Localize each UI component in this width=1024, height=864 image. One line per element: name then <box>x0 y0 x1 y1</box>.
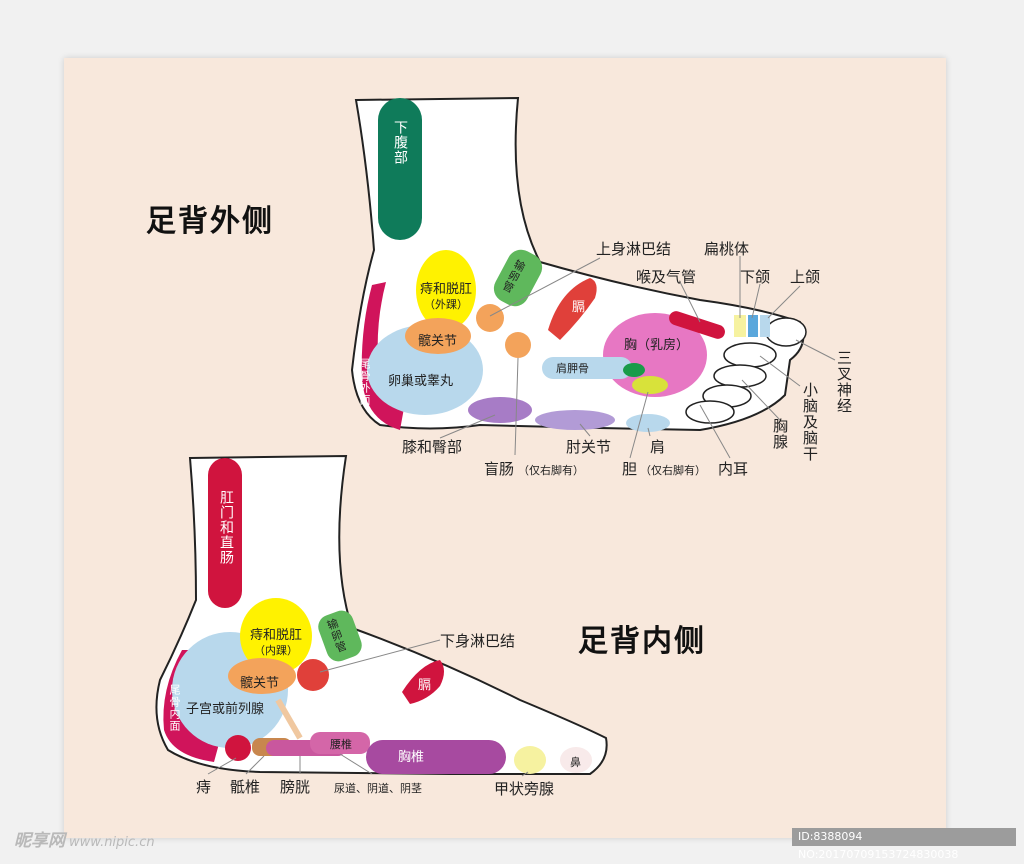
medial-hemorrhoid-sub-label: （内踝） <box>254 644 298 657</box>
lateral-foot <box>350 96 836 459</box>
lateral-coccyx-label: 尾骨外面 <box>358 358 371 406</box>
medial-diaphragm-label: 膈 <box>418 678 432 693</box>
lateral-throat-zone <box>669 311 725 339</box>
lateral-scapula-zone <box>542 357 632 379</box>
medial-thoracic-label: 胸椎 <box>398 750 425 765</box>
medial-coccyx-label: 尾骨内面 <box>168 684 181 732</box>
lateral-knee-label: 膝和臀部 <box>402 438 463 456</box>
lateral-appendix-label: 盲肠 <box>484 460 515 478</box>
watermark-logo: 昵享网 www.nipic.cn <box>14 826 155 851</box>
lateral-upper-jaw-label: 上颌 <box>790 268 821 286</box>
medial-anus-label: 肛门和直肠 <box>218 490 234 565</box>
lateral-lower-jaw-label: 下颌 <box>740 268 771 286</box>
lateral-jaw-band-3 <box>760 315 770 337</box>
lateral-toe-5 <box>685 400 735 424</box>
lateral-jaw-band-1 <box>734 315 746 337</box>
medial-title: 足背内侧 <box>578 624 706 659</box>
lateral-cerebellum-label: 小脑及脑干 <box>801 382 819 462</box>
lateral-trigeminal-label: 三叉神经 <box>835 350 853 414</box>
lateral-jaw-band-2 <box>748 315 758 337</box>
lateral-diaphragm-zone <box>548 278 597 340</box>
medial-leader-lines <box>207 639 529 777</box>
lateral-tonsil-label: 扁桃体 <box>704 240 750 258</box>
lateral-vas-zone <box>493 249 543 307</box>
lateral-hip-label: 髋关节 <box>418 334 458 349</box>
medial-nose-label: 鼻 <box>570 756 581 769</box>
medial-thyroid-label: 甲状旁腺 <box>494 780 555 798</box>
lateral-hip-zone <box>405 318 471 354</box>
lateral-gallbladder-label: 胆 <box>622 460 638 478</box>
lateral-hemorrhoid-zone <box>416 250 476 330</box>
lateral-toe-3 <box>713 364 767 388</box>
lateral-gallbladder-note: （仅右脚有） <box>640 464 706 477</box>
lateral-appendix-note: （仅右脚有） <box>518 464 584 477</box>
lateral-toe-2 <box>723 342 777 368</box>
medial-thoracic-zone <box>366 740 506 774</box>
lateral-ovary-label: 卵巢或睾丸 <box>388 374 454 389</box>
lateral-lower-abdomen-zone <box>378 98 422 240</box>
image-id-strip: ID:8388094 NO:20170709153724830038 <box>792 828 1016 861</box>
medial-hip-label: 髋关节 <box>240 676 280 691</box>
lateral-inner-ear-label: 内耳 <box>718 460 749 478</box>
medial-thyroid-zone <box>514 746 546 774</box>
lateral-coccyx-zone <box>361 282 404 430</box>
medial-uterus-label: 子宫或前列腺 <box>186 702 265 717</box>
lateral-throat-label: 喉及气管 <box>636 268 697 286</box>
lateral-hemorrhoid-label: 痔和脱肛 <box>420 282 473 297</box>
lateral-shoulder-zone <box>626 414 670 432</box>
medial-hip-zone <box>228 658 296 694</box>
lateral-upper-lymph-label: 上身淋巴结 <box>596 240 672 258</box>
medial-hemorrhoid-zone <box>240 598 312 674</box>
lateral-knee-zone <box>468 397 532 423</box>
lateral-chest-label: 胸（乳房） <box>624 338 690 353</box>
lateral-leader-lines <box>439 256 836 459</box>
medial-anus-zone <box>208 458 242 608</box>
medial-lymph-dot <box>297 659 329 691</box>
medial-hemorrhoid-label: 痔和脱肛 <box>250 628 303 643</box>
medial-urethra-label: 尿道、阴道、阴茎 <box>334 782 422 795</box>
medial-uterus-link <box>275 698 303 740</box>
lateral-title: 足背外侧 <box>146 204 274 239</box>
medial-lumbar-zone <box>310 732 370 754</box>
lateral-lymph-dot <box>476 304 504 332</box>
medial-foot <box>155 454 608 777</box>
lateral-thymus-label: 胸腺 <box>771 418 789 450</box>
watermark-text: 昵享网 <box>14 831 65 851</box>
lateral-appendix-dot <box>505 332 531 358</box>
lateral-scapula-label: 肩胛骨 <box>556 362 589 375</box>
lateral-elbow-label: 肘关节 <box>566 438 612 456</box>
medial-diaphragm-zone <box>402 660 444 704</box>
lateral-elbow-zone <box>535 410 615 430</box>
lateral-hemorrhoid-sub-label: （外踝） <box>424 298 468 311</box>
medial-bladder-label: 膀胱 <box>280 778 311 796</box>
medial-hemorrhoid-point <box>225 735 251 761</box>
lateral-diaphragm-label: 膈 <box>572 300 586 315</box>
medial-lower-lymph-label: 下身淋巴结 <box>440 632 516 650</box>
medial-vas-zone <box>318 610 362 662</box>
medial-nose-zone <box>560 747 592 773</box>
lateral-shoulder-label: 肩 <box>650 438 666 456</box>
lateral-gall-dot <box>623 363 645 377</box>
watermark-url: www.nipic.cn <box>69 835 155 850</box>
medial-hemorrhoid-point-label: 痔 <box>196 778 212 796</box>
medial-lumbar-label: 腰椎 <box>330 738 352 751</box>
lateral-gallbladder-zone <box>632 376 668 394</box>
medial-sacrum-label: 骶椎 <box>230 778 261 796</box>
lateral-lower-abdomen-label: 下腹部 <box>392 120 408 165</box>
